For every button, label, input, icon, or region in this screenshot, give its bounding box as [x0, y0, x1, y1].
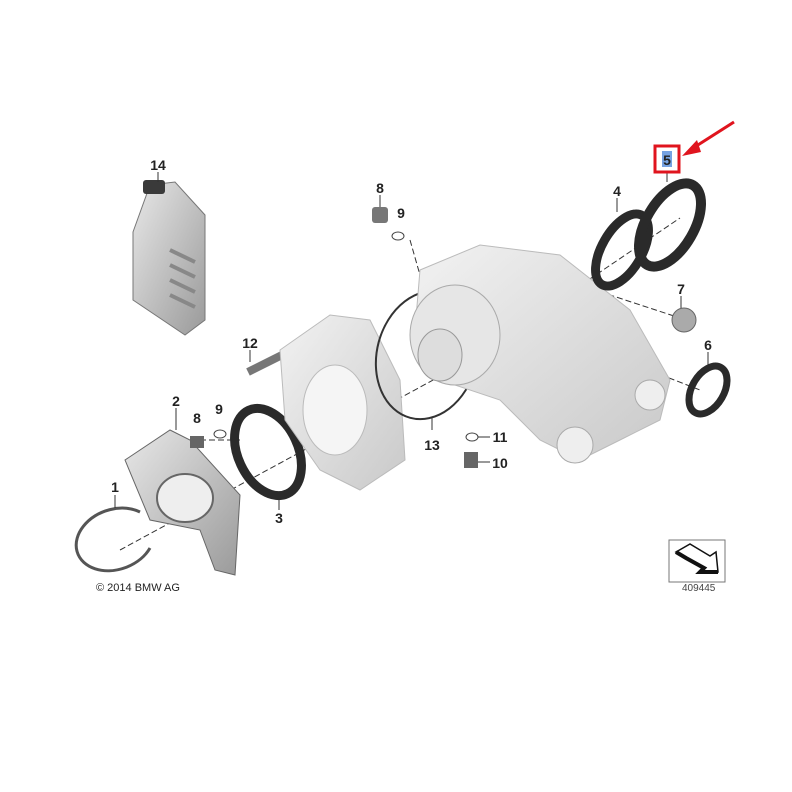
- plug-7-part: [671, 307, 697, 333]
- label-6[interactable]: 6: [704, 337, 712, 353]
- housing-cover-part: [279, 314, 406, 491]
- bolt-12-part: [246, 351, 284, 376]
- plug-10-part: [464, 452, 478, 468]
- label-8-left[interactable]: 8: [193, 410, 201, 426]
- flange-part: [124, 429, 241, 576]
- label-11[interactable]: 11: [493, 429, 508, 445]
- label-9-top[interactable]: 9: [397, 205, 405, 221]
- circlip-part: [74, 506, 152, 573]
- label-3[interactable]: 3: [275, 510, 283, 526]
- bolt-left-part: [190, 436, 204, 448]
- label-10[interactable]: 10: [492, 455, 508, 471]
- label-12[interactable]: 12: [242, 335, 258, 351]
- label-9-left[interactable]: 9: [215, 401, 223, 417]
- washer-left-part: [213, 429, 227, 439]
- label-14[interactable]: 14: [150, 157, 166, 173]
- oil-bottle-part: [132, 180, 206, 336]
- orientation-arrow-icon: [668, 539, 726, 583]
- label-4[interactable]: 4: [613, 183, 621, 199]
- seal-6-part: [685, 362, 731, 418]
- seal-5-part: [634, 178, 706, 272]
- red-arrow-icon: [682, 120, 735, 156]
- diagram-number: 409445: [682, 583, 716, 594]
- highlight-box: [653, 144, 681, 174]
- label-8-top[interactable]: 8: [376, 180, 384, 196]
- seal-3-part: [230, 403, 306, 501]
- label-5[interactable]: 5: [663, 152, 671, 168]
- label-13[interactable]: 13: [424, 437, 440, 453]
- label-2[interactable]: 2: [172, 393, 180, 409]
- main-housing-part: [409, 244, 671, 464]
- highlight-selection: [662, 151, 672, 167]
- label-1[interactable]: 1: [111, 479, 119, 495]
- bolt-top-part: [372, 207, 388, 223]
- ring-11-part: [465, 432, 479, 442]
- washer-top-part: [391, 231, 405, 241]
- copyright-text: © 2014 BMW AG: [96, 582, 180, 594]
- label-7[interactable]: 7: [677, 281, 685, 297]
